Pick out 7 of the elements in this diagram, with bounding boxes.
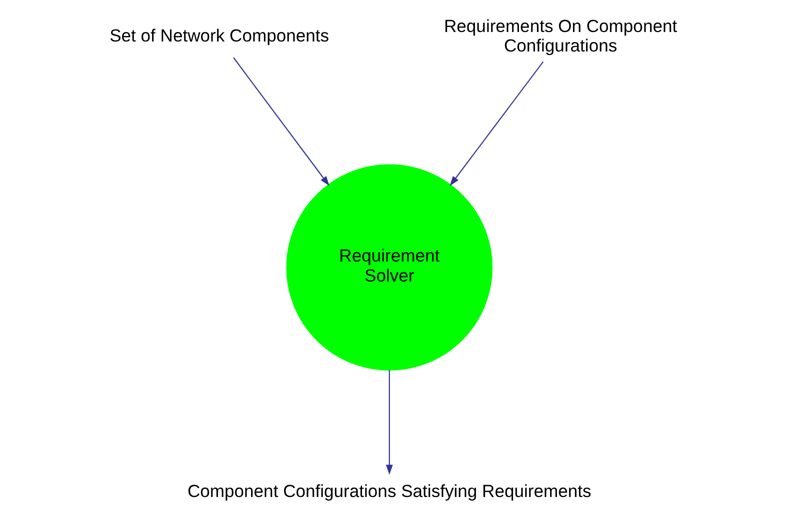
- node-circle: Requirement Solver: [286, 164, 493, 370]
- node-text: Component Configurations Satisfying Requirements: [187, 480, 592, 501]
- arrow: [386, 370, 393, 474]
- arrow: [450, 60, 544, 186]
- node-text: Set of Network Components: [110, 25, 330, 46]
- arrow: [233, 56, 330, 186]
- node-text: Requirements On Component Configurations: [444, 15, 678, 56]
